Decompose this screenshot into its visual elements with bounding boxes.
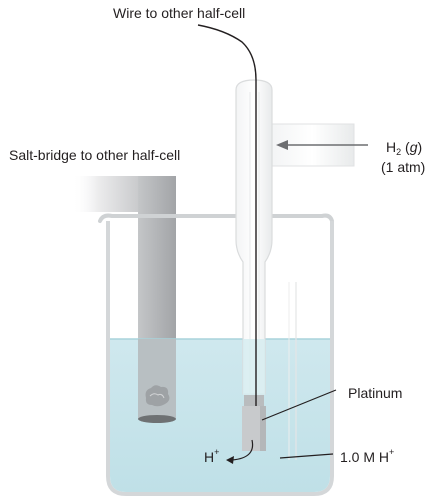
concentration-charge: + (389, 447, 394, 457)
h-ion-charge: + (214, 447, 219, 457)
h-ion-symbol: H (204, 449, 214, 465)
salt-bridge-label: Salt-bridge to other half-cell (9, 147, 180, 163)
beaker-rim (98, 213, 334, 223)
electrode-holder (244, 395, 264, 408)
h2-subscript: 2 (396, 147, 401, 157)
salt-bridge-vertical (138, 176, 176, 345)
platinum-label: Platinum (348, 385, 402, 401)
h-ion-arrow (231, 439, 254, 461)
tube-submerged (243, 339, 265, 395)
h-ion-arrow-head (226, 456, 234, 464)
concentration-text: 1.0 M H (340, 449, 389, 465)
h2-paren-open: ( (401, 139, 410, 155)
wire (197, 24, 257, 395)
platinum-leader (261, 389, 337, 421)
salt-bridge-end (138, 415, 176, 423)
h2-label: H2 (g) (386, 139, 422, 157)
h2-paren-close: ) (418, 139, 423, 155)
salt-plug-detail (149, 393, 165, 399)
hydrogen-tube (235, 79, 273, 395)
salt-bridge-submerged (138, 339, 176, 419)
h2-prefix: H (386, 139, 396, 155)
concentration-leader (279, 453, 334, 459)
h2-state: g (410, 139, 418, 155)
pressure-label: (1 atm) (381, 159, 425, 175)
beaker-wall (106, 221, 334, 496)
h2-arrow-head (276, 140, 288, 150)
electrode-shade (260, 406, 266, 451)
concentration-label: 1.0 M H+ (340, 447, 394, 465)
h-ion-label: H+ (204, 447, 219, 465)
wire-label: Wire to other half-cell (113, 5, 245, 21)
salt-plug (145, 385, 170, 407)
